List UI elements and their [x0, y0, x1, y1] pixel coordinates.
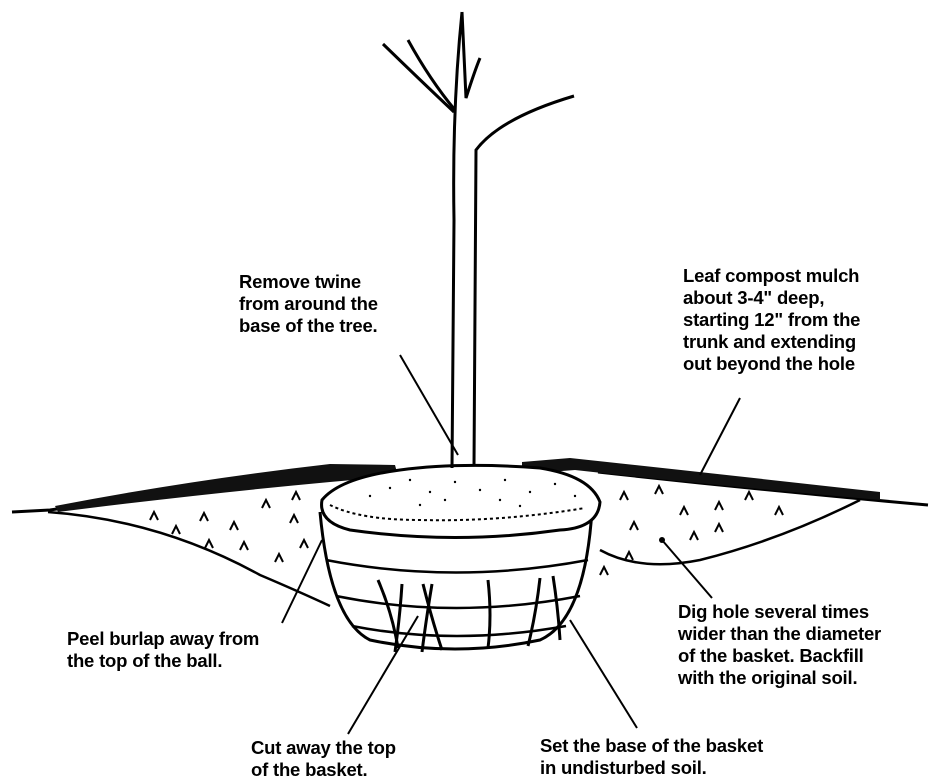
- label-line: starting 12" from the: [683, 309, 860, 331]
- leader-mulch: [700, 398, 740, 475]
- label-line: out beyond the hole: [683, 353, 860, 375]
- label-remove-twine: Remove twine from around the base of the…: [239, 271, 378, 337]
- label-line: the top of the ball.: [67, 650, 259, 672]
- leader-base: [570, 620, 637, 728]
- label-line: with the original soil.: [678, 667, 881, 689]
- label-line: base of the tree.: [239, 315, 378, 337]
- label-line: wider than the diameter: [678, 623, 881, 645]
- label-line: Cut away the top: [251, 737, 396, 759]
- root-ball: [322, 465, 600, 537]
- label-line: about 3-4" deep,: [683, 287, 860, 309]
- label-line: in undisturbed soil.: [540, 757, 763, 779]
- label-line: of the basket. Backfill: [678, 645, 881, 667]
- label-line: from around the: [239, 293, 378, 315]
- leader-dig: [662, 540, 712, 598]
- leader-twine: [400, 355, 458, 455]
- label-set-base: Set the base of the basket in undisturbe…: [540, 735, 763, 779]
- leader-dot: [659, 537, 665, 543]
- label-dig-hole: Dig hole several times wider than the di…: [678, 601, 881, 689]
- leader-burlap: [282, 540, 322, 623]
- label-line: Set the base of the basket: [540, 735, 763, 757]
- label-mulch: Leaf compost mulch about 3-4" deep, star…: [683, 265, 860, 375]
- label-cut-basket: Cut away the top of the basket.: [251, 737, 396, 781]
- label-peel-burlap: Peel burlap away from the top of the bal…: [67, 628, 259, 672]
- label-line: trunk and extending: [683, 331, 860, 353]
- label-line: Leaf compost mulch: [683, 265, 860, 287]
- label-line: Peel burlap away from: [67, 628, 259, 650]
- tree: [383, 12, 574, 468]
- label-line: Remove twine: [239, 271, 378, 293]
- label-line: Dig hole several times: [678, 601, 881, 623]
